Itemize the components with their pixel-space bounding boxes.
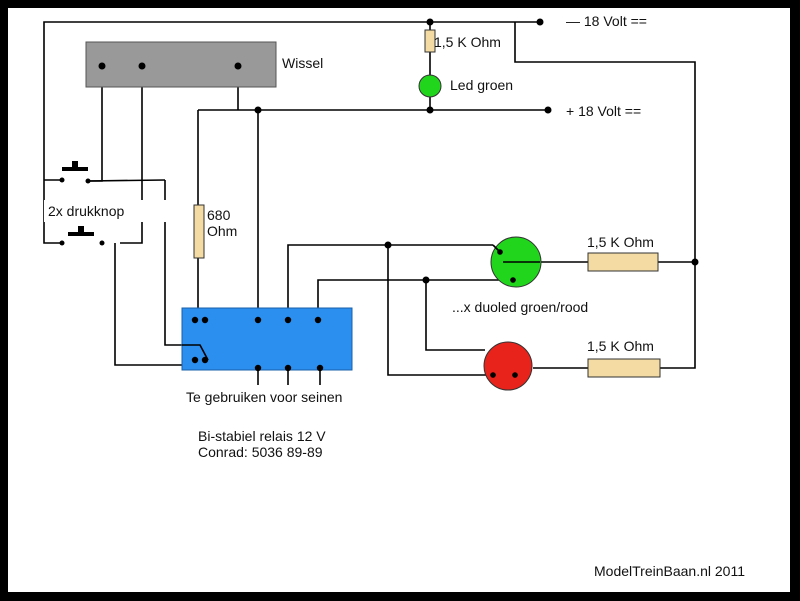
wissel-box xyxy=(85,41,277,88)
resistor-right-lower xyxy=(587,358,661,378)
relay-box xyxy=(181,307,353,371)
resistor-680-label-line2: Ohm xyxy=(207,223,237,239)
wissel-terminal xyxy=(138,62,146,70)
resistor-680 xyxy=(193,204,205,259)
resistor-top xyxy=(424,29,436,53)
wiring xyxy=(43,21,696,385)
resistor-right-upper-label: 1,5 K Ohm xyxy=(587,234,654,250)
relay-label-line2: Conrad: 5036 89-89 xyxy=(198,444,323,460)
junction xyxy=(426,106,434,114)
junction xyxy=(254,106,262,114)
duoled-red-terminal xyxy=(490,372,496,378)
push-button-lower xyxy=(59,226,105,246)
led-green-label: Led groen xyxy=(450,77,513,93)
wissel-label: Wissel xyxy=(282,55,323,71)
diagram-sheet xyxy=(8,8,790,592)
plus-supply-label: + 18 Volt == xyxy=(566,103,641,119)
junction xyxy=(426,18,434,26)
resistor-right-upper xyxy=(587,252,659,272)
push-buttons-label-bg xyxy=(44,200,169,222)
minus-terminal xyxy=(536,18,544,26)
duoled-green-terminal xyxy=(497,249,503,255)
duoled-label: ...x duoled groen/rood xyxy=(452,299,588,315)
duoled-red xyxy=(483,341,533,391)
push-buttons-label: 2x drukknop xyxy=(48,203,124,219)
relay-label-line1: Bi-stabiel relais 12 V xyxy=(198,428,326,444)
resistor-right-lower-label: 1,5 K Ohm xyxy=(587,338,654,354)
plus-terminal xyxy=(544,106,552,114)
wissel-terminal xyxy=(234,62,242,70)
junction xyxy=(384,241,392,249)
junction xyxy=(422,276,430,284)
wissel-terminal xyxy=(98,62,106,70)
minus-supply-label: — 18 Volt == xyxy=(566,13,647,29)
resistor-680-label-line1: 680 xyxy=(207,207,231,223)
relay-terminals xyxy=(191,316,324,372)
signal-use-label: Te gebruiken voor seinen xyxy=(186,389,342,405)
junction xyxy=(691,258,699,266)
led-green-indicator xyxy=(418,74,442,98)
duoled-green-terminal xyxy=(510,277,516,283)
push-button-upper xyxy=(59,161,91,184)
credit-label: ModelTreinBaan.nl 2011 xyxy=(594,563,745,579)
resistor-top-label: 1,5 K Ohm xyxy=(434,34,501,50)
duoled-red-terminal xyxy=(512,372,518,378)
